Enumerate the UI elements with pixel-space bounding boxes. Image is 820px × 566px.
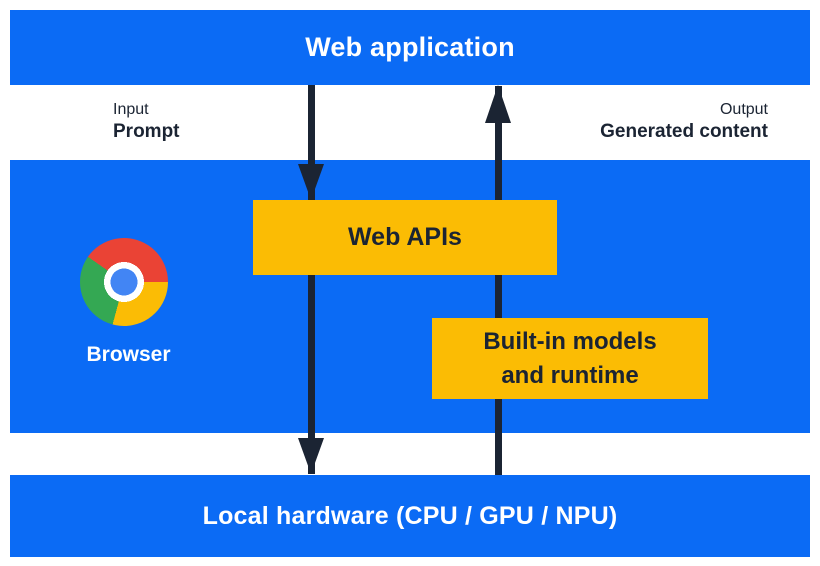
- builtin-models-label-line1: Built-in models: [483, 327, 657, 355]
- arrow-up-icon: [485, 85, 511, 123]
- web-application-label: Web application: [305, 32, 515, 62]
- prompt-label: Prompt: [113, 121, 180, 142]
- arrow-down-icon: [298, 164, 324, 200]
- builtin-models-box: Built-in models and runtime: [432, 318, 708, 399]
- output-label: Output: [719, 101, 768, 118]
- output-flow-labels: Output Generated content: [600, 99, 768, 144]
- arrow-down-icon: [298, 438, 324, 474]
- generated-content-label: Generated content: [600, 121, 768, 142]
- builtin-models-label-line2: and runtime: [501, 361, 639, 389]
- web-apis-box: Web APIs: [253, 200, 557, 275]
- input-label: Input: [113, 101, 149, 118]
- web-apis-label: Web APIs: [348, 223, 462, 251]
- local-hardware-layer: Local hardware (CPU / GPU / NPU): [10, 475, 810, 557]
- web-application-layer: Web application: [10, 10, 810, 85]
- local-hardware-label: Local hardware (CPU / GPU / NPU): [202, 501, 618, 530]
- browser-label: Browser: [86, 343, 171, 366]
- output-flow-arrow: [495, 86, 502, 475]
- input-flow-labels: Input Prompt: [113, 99, 180, 144]
- chrome-browser-icon: [80, 238, 168, 326]
- input-flow-arrow: [308, 85, 315, 474]
